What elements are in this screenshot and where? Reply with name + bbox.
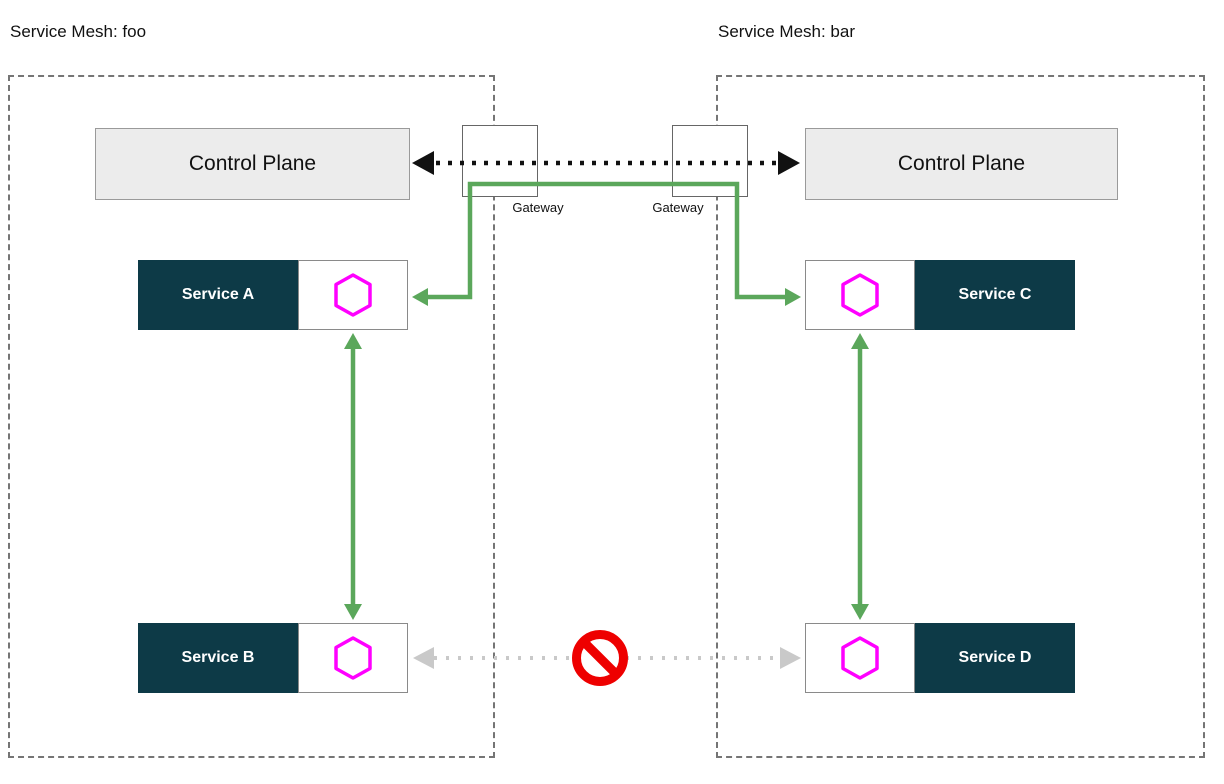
control-plane-bar-label: Control Plane xyxy=(897,152,1026,175)
hexagon-icon xyxy=(841,636,879,680)
service-b-label: Service B xyxy=(138,623,298,693)
mesh-foo-boundary xyxy=(8,75,495,758)
service-d-label: Service D xyxy=(915,623,1075,693)
service-b-sidecar xyxy=(298,623,408,693)
control-plane-foo: Control Plane xyxy=(95,128,410,200)
service-a-sidecar xyxy=(298,260,408,330)
gateway-foo-box xyxy=(462,125,538,197)
no-entry-icon xyxy=(572,630,628,686)
hexagon-icon xyxy=(841,273,879,317)
hexagon-icon xyxy=(334,636,372,680)
gateway-foo-label: Gateway xyxy=(512,200,564,215)
service-d-sidecar xyxy=(805,623,915,693)
mesh-bar-boundary xyxy=(716,75,1205,758)
service-b: Service B xyxy=(138,623,408,693)
service-a-label: Service A xyxy=(138,260,298,330)
gateway-bar-label: Gateway xyxy=(652,200,704,215)
service-c-sidecar xyxy=(805,260,915,330)
service-c: Service C xyxy=(805,260,1075,330)
hexagon-icon xyxy=(334,273,372,317)
service-c-label: Service C xyxy=(915,260,1075,330)
service-d: Service D xyxy=(805,623,1075,693)
mesh-bar-title: Service Mesh: bar xyxy=(718,22,855,41)
mesh-foo-title: Service Mesh: foo xyxy=(10,22,147,41)
control-plane-foo-label: Control Plane xyxy=(188,152,317,175)
control-plane-bar: Control Plane xyxy=(805,128,1118,200)
service-a: Service A xyxy=(138,260,408,330)
gateway-bar-box xyxy=(672,125,748,197)
